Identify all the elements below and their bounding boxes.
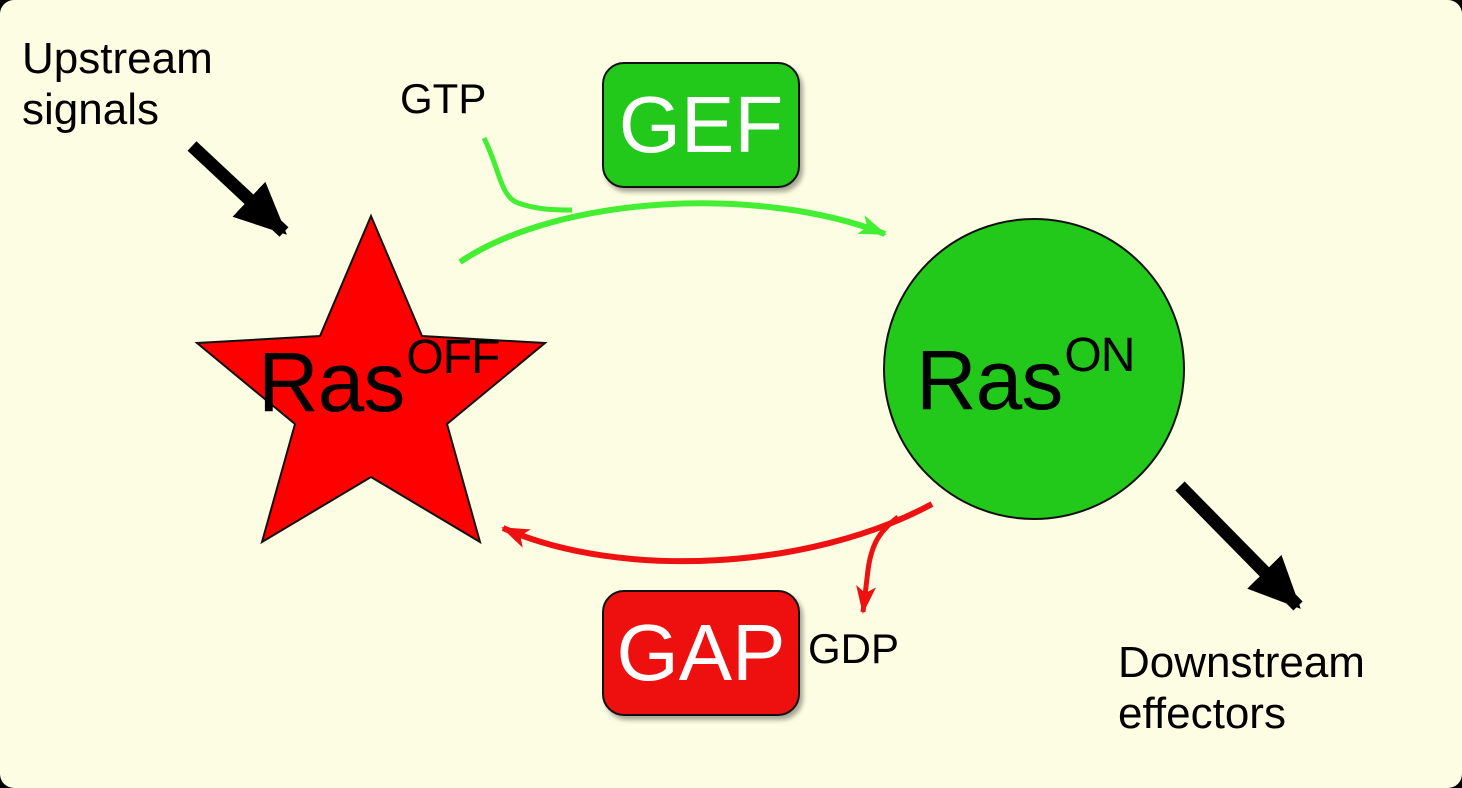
gdp-label: GDP <box>808 625 900 672</box>
gtp-input-line <box>481 136 573 213</box>
ras-on-circle <box>883 218 1185 520</box>
downstream-arrow <box>1175 481 1303 611</box>
gdp-release-arrow <box>856 515 900 614</box>
gap-label: GAP <box>616 608 786 697</box>
ras-off-star <box>194 213 548 545</box>
ras-on-base: Ras <box>916 333 1063 427</box>
gap-box: GAP <box>602 590 800 716</box>
gef-label: GEF <box>618 80 784 169</box>
ras-off-state: OFF <box>406 331 500 384</box>
ras-off-label: RasOFF <box>258 334 500 425</box>
downstream-effectors-label: Downstream effectors <box>1118 638 1365 738</box>
gtp-label: GTP <box>400 75 487 122</box>
gef-box: GEF <box>602 62 800 188</box>
upstream-signals-label: Upstream signals <box>22 34 213 134</box>
inactivation-arrow <box>501 501 934 565</box>
ras-on-state: ON <box>1064 329 1135 382</box>
ras-off-base: Ras <box>258 335 405 429</box>
ras-on-label: RasON <box>916 332 1135 423</box>
activation-arrow <box>458 200 887 265</box>
upstream-arrow <box>187 141 289 237</box>
